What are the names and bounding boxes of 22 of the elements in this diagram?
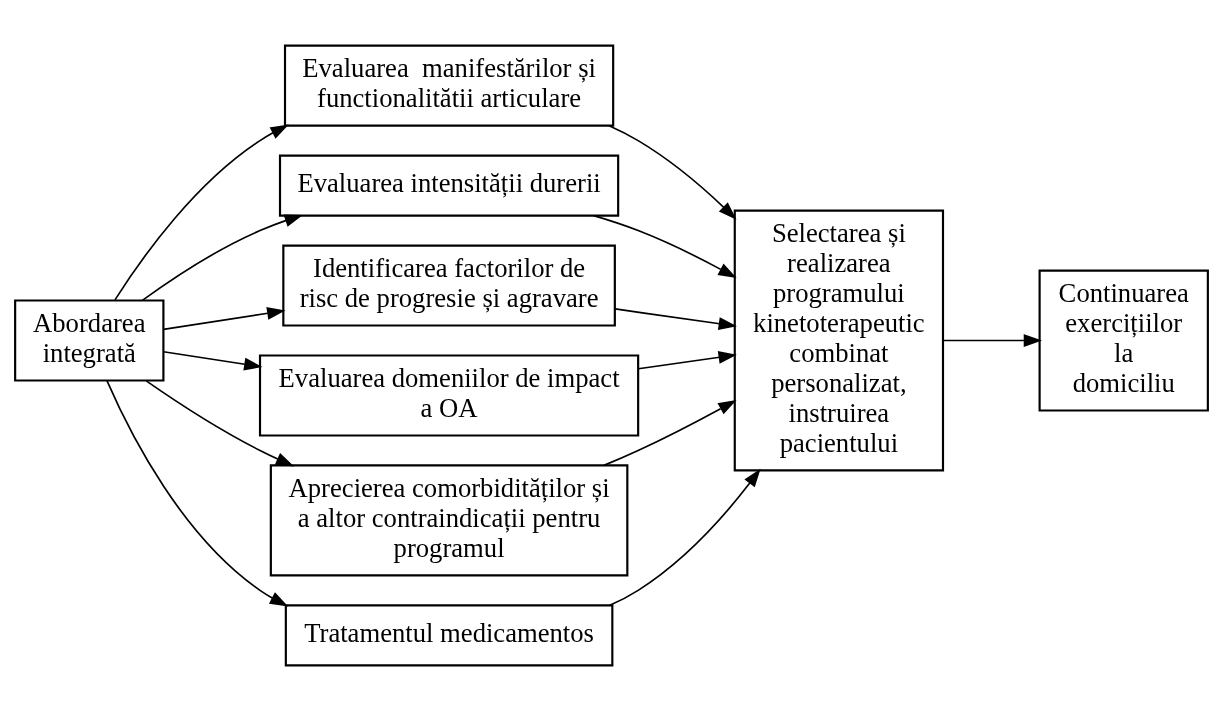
arrow [608, 124, 737, 220]
arrow [609, 468, 761, 606]
arrow [614, 307, 737, 330]
arrow [942, 333, 1043, 347]
node-box: Tratamentul medicamentos [284, 603, 614, 666]
node-box: Abordarea integrată [14, 298, 165, 382]
node-box: Continuarea exercițiilor la domiciliu [1038, 268, 1209, 412]
arrow [114, 124, 289, 301]
node-box: Evaluarea domeniilor de impact a OA [258, 353, 640, 437]
arrow [162, 306, 286, 330]
node-box: Selectarea și realizarea programului kinetoterapeutic combinat personalizat, instruirea pacientului [733, 209, 945, 472]
arrow [592, 214, 737, 278]
arrow [141, 214, 303, 301]
arrow [106, 379, 289, 606]
arrow [603, 399, 737, 466]
node-box: Evaluarea manifestărilor și functionalitătii articulare [283, 44, 615, 127]
node-box: Evaluarea intensității durerii [278, 154, 620, 217]
arrow [145, 379, 295, 466]
node-box: Aprecierea comorbidităților și a altor contraindicații pentru programul [269, 463, 629, 576]
arrow [637, 350, 737, 370]
arrow [162, 350, 263, 370]
node-box: Identificarea factorilor de risc de progresie și agravare [282, 243, 616, 327]
